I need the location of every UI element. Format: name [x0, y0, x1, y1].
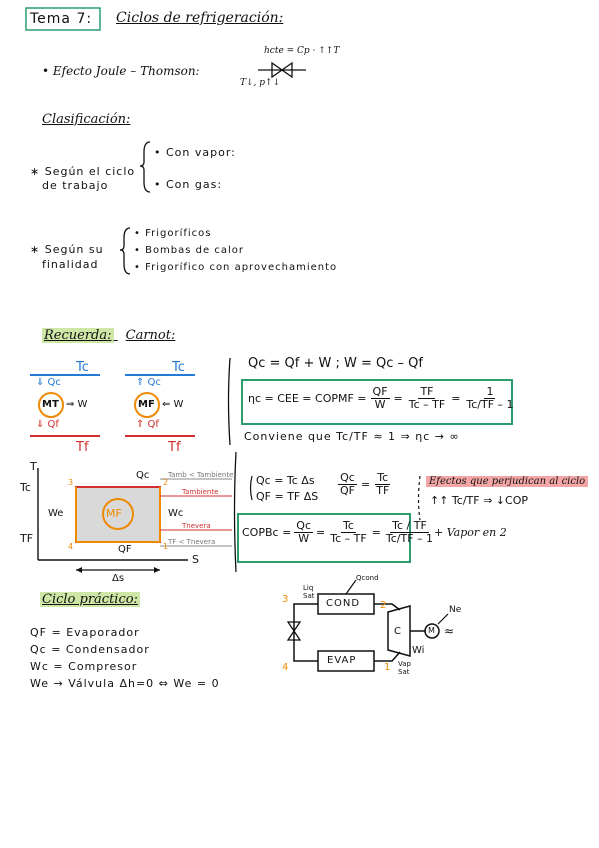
schematic-n3: 3	[282, 594, 289, 605]
practico-line: Qc = Condensador	[30, 643, 150, 656]
group2-item: • Frigorífico con aprovechamiento	[134, 262, 338, 273]
ts-legend-tamb-lt: Tamb < Tambiente	[168, 471, 234, 479]
joule-bullet: • Efecto Joule – Thomson:	[42, 64, 200, 78]
mf-machine: MF	[138, 399, 155, 410]
ts-legend-tf-lt: TF < Tnevera	[168, 538, 216, 546]
practico-line: Wc = Compresor	[30, 660, 138, 673]
compressor-shape	[387, 605, 411, 657]
mt-tf: Tf	[76, 440, 89, 455]
group1-item: • Con vapor:	[154, 146, 236, 159]
schematic-liq-sat: Liq Sat	[303, 584, 315, 600]
page-title: Ciclos de refrigeración:	[116, 10, 284, 26]
ts-axis-t: T	[30, 460, 37, 473]
mt-qf: ⇓ Qf	[36, 419, 59, 430]
ts-mf: MF	[106, 507, 122, 520]
conviene-text: Conviene que Tc/TF ≈ 1 ⇒ ηc → ∞	[244, 430, 460, 443]
clasificacion-heading: Clasificación:	[42, 112, 131, 127]
ts-qf: QF	[118, 544, 132, 555]
recuerda-label: Recuerda:	[42, 328, 114, 343]
ts-tf: TF	[20, 532, 34, 545]
tema-box	[25, 7, 101, 31]
schematic-qcond: Qcond	[356, 574, 379, 582]
efectos-line2: + Vapor en 2	[434, 526, 507, 539]
schematic-cond: COND	[326, 598, 361, 609]
ts-eq-line1: Qc = Tc Δs	[256, 474, 315, 487]
group2-item: • Bombas de calor	[134, 245, 244, 256]
tema-label: Tema 7:	[30, 11, 93, 27]
brace-1	[139, 141, 151, 193]
group1-item: • Con gas:	[154, 178, 223, 191]
efectos-heading: Efectos que perjudican al ciclo	[426, 476, 589, 487]
cop-label: COPBc =	[242, 525, 292, 539]
carnot-label: Carnot:	[125, 328, 176, 343]
ts-tc: Tc	[20, 481, 31, 494]
eta-box	[241, 379, 513, 425]
schematic-evap: EVAP	[327, 655, 357, 666]
mf-w: ⇐ W	[162, 399, 184, 410]
schematic-approx: ≈	[444, 624, 455, 638]
mt-qc: ⇓ Qc	[36, 377, 61, 388]
mt-cycle-arrow	[38, 392, 64, 418]
schematic-n2: 2	[380, 600, 387, 611]
mt-machine: MT	[42, 399, 59, 410]
schematic-motor: M	[428, 626, 435, 635]
ts-eq-line2: QF = TF ΔS	[256, 490, 319, 503]
brace-2	[119, 227, 131, 275]
group2-label-line1: ∗ Según su	[30, 243, 104, 256]
carnot-heading: Recuerda: Carnot:	[42, 328, 175, 343]
group1-label-line2: de trabajo	[42, 179, 109, 192]
ts-we: We	[48, 508, 64, 519]
practico-line: QF = Evaporador	[30, 626, 140, 639]
eq-energy-balance: Qc = Qf + W ; W = Qc – Qf	[248, 356, 423, 371]
mf-qf: ⇑ Qf	[136, 419, 159, 430]
motor-circle	[424, 623, 440, 639]
practico-heading: Ciclo práctico:	[40, 592, 140, 607]
group2-item: • Frigoríficos	[134, 228, 212, 239]
cop-box	[237, 513, 411, 563]
group1-label-line1: ∗ Según el ciclo	[30, 165, 136, 178]
joule-bottom-label: T↓, p↑↓	[240, 78, 281, 88]
ts-legend-tambiente: Tambiente	[182, 488, 219, 496]
ts-ds: Δs	[112, 573, 125, 584]
group2-label-line2: finalidad	[42, 258, 99, 271]
ts-point-4: 4	[68, 542, 74, 551]
ts-point-3: 3	[68, 478, 74, 487]
ts-point-1: 1	[163, 542, 169, 551]
ts-point-2: 2	[163, 478, 169, 487]
joule-top-label: hcte = Cp · ↑↑T	[264, 46, 340, 56]
ts-qc: Qc	[136, 470, 150, 481]
schematic-vap-sat: Vap Sat	[398, 660, 411, 676]
schematic-compressor: C	[394, 626, 401, 637]
mf-tc: Tc	[172, 360, 185, 375]
mf-qc: ⇑ Qc	[136, 377, 161, 388]
mt-w: ⇒ W	[66, 399, 88, 410]
efectos-line1: ↑↑ Tc/TF ⇒ ↓COP	[430, 494, 528, 507]
schematic-n4: 4	[282, 662, 289, 673]
schematic-ne: Ne	[449, 605, 462, 615]
ts-wc: Wc	[168, 508, 184, 519]
practico-line: We → Válvula Δh=0 ⇔ We = 0	[30, 677, 220, 690]
ts-axis-s: S	[192, 553, 199, 566]
schematic-wi: Wi	[412, 645, 425, 656]
mf-tf: Tf	[168, 440, 181, 455]
mf-cycle-arrow	[134, 392, 160, 418]
mt-tc: Tc	[76, 360, 89, 375]
eta-lhs: ηc = CEE = COPMF =	[248, 391, 367, 405]
schematic-n1: 1	[384, 662, 391, 673]
ts-legend-tnevera: Tnevera	[182, 522, 211, 530]
